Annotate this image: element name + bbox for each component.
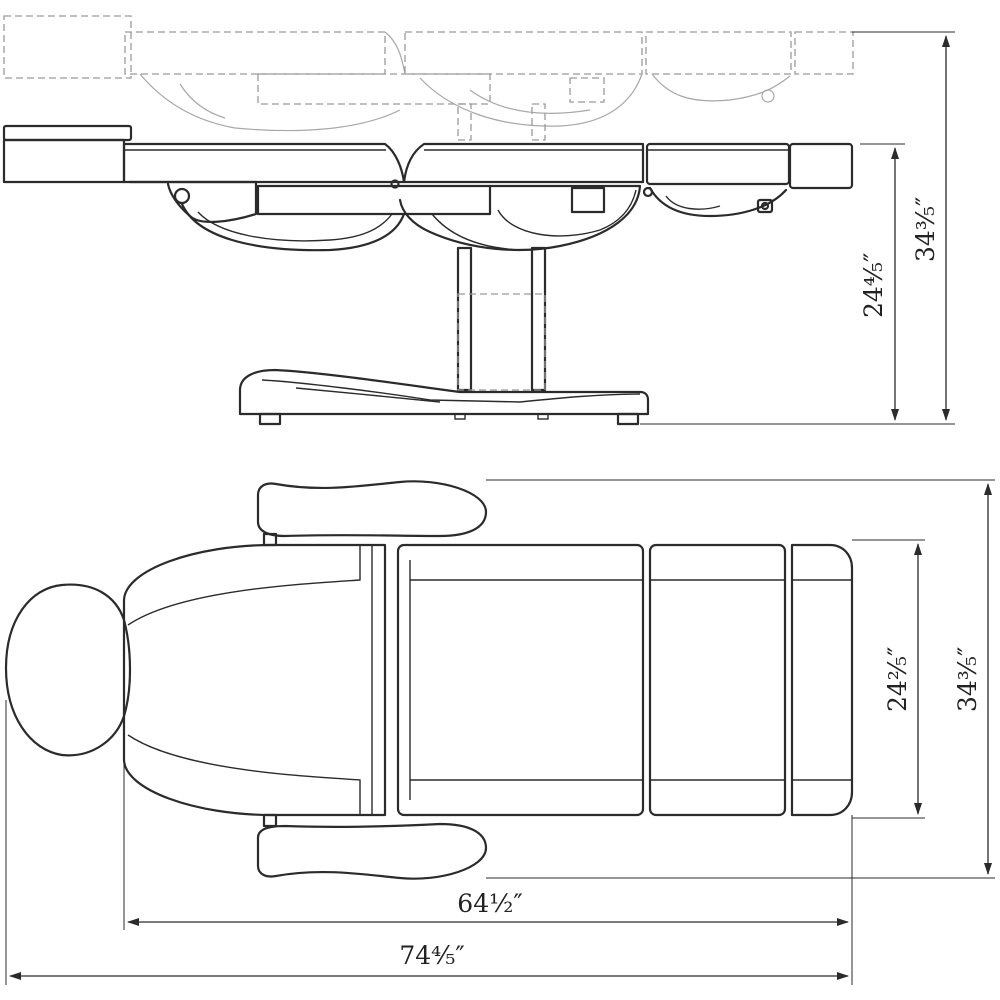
side-total-height-label: 34³⁄₅″ bbox=[911, 197, 940, 262]
side-seat-height-label: 24⁴⁄₅″ bbox=[859, 253, 888, 318]
top-total-length-label: 74⁴⁄₅″ bbox=[399, 941, 464, 970]
top-body-length-label: 64½″ bbox=[457, 889, 522, 918]
side-view-dimensions: 24⁴⁄₅″ 34³⁄₅″ bbox=[640, 31, 955, 425]
top-view-chair bbox=[4, 480, 854, 880]
top-view-dimensions: 24²⁄₅″ 34³⁄₅″ 64½″ 74⁴⁄₅″ bbox=[5, 479, 995, 985]
side-view-chair bbox=[2, 124, 854, 426]
top-total-width-label: 34³⁄₅″ bbox=[953, 647, 982, 712]
top-body-width-label: 24²⁄₅″ bbox=[883, 647, 912, 712]
side-view-raised-ghost bbox=[3, 15, 854, 141]
